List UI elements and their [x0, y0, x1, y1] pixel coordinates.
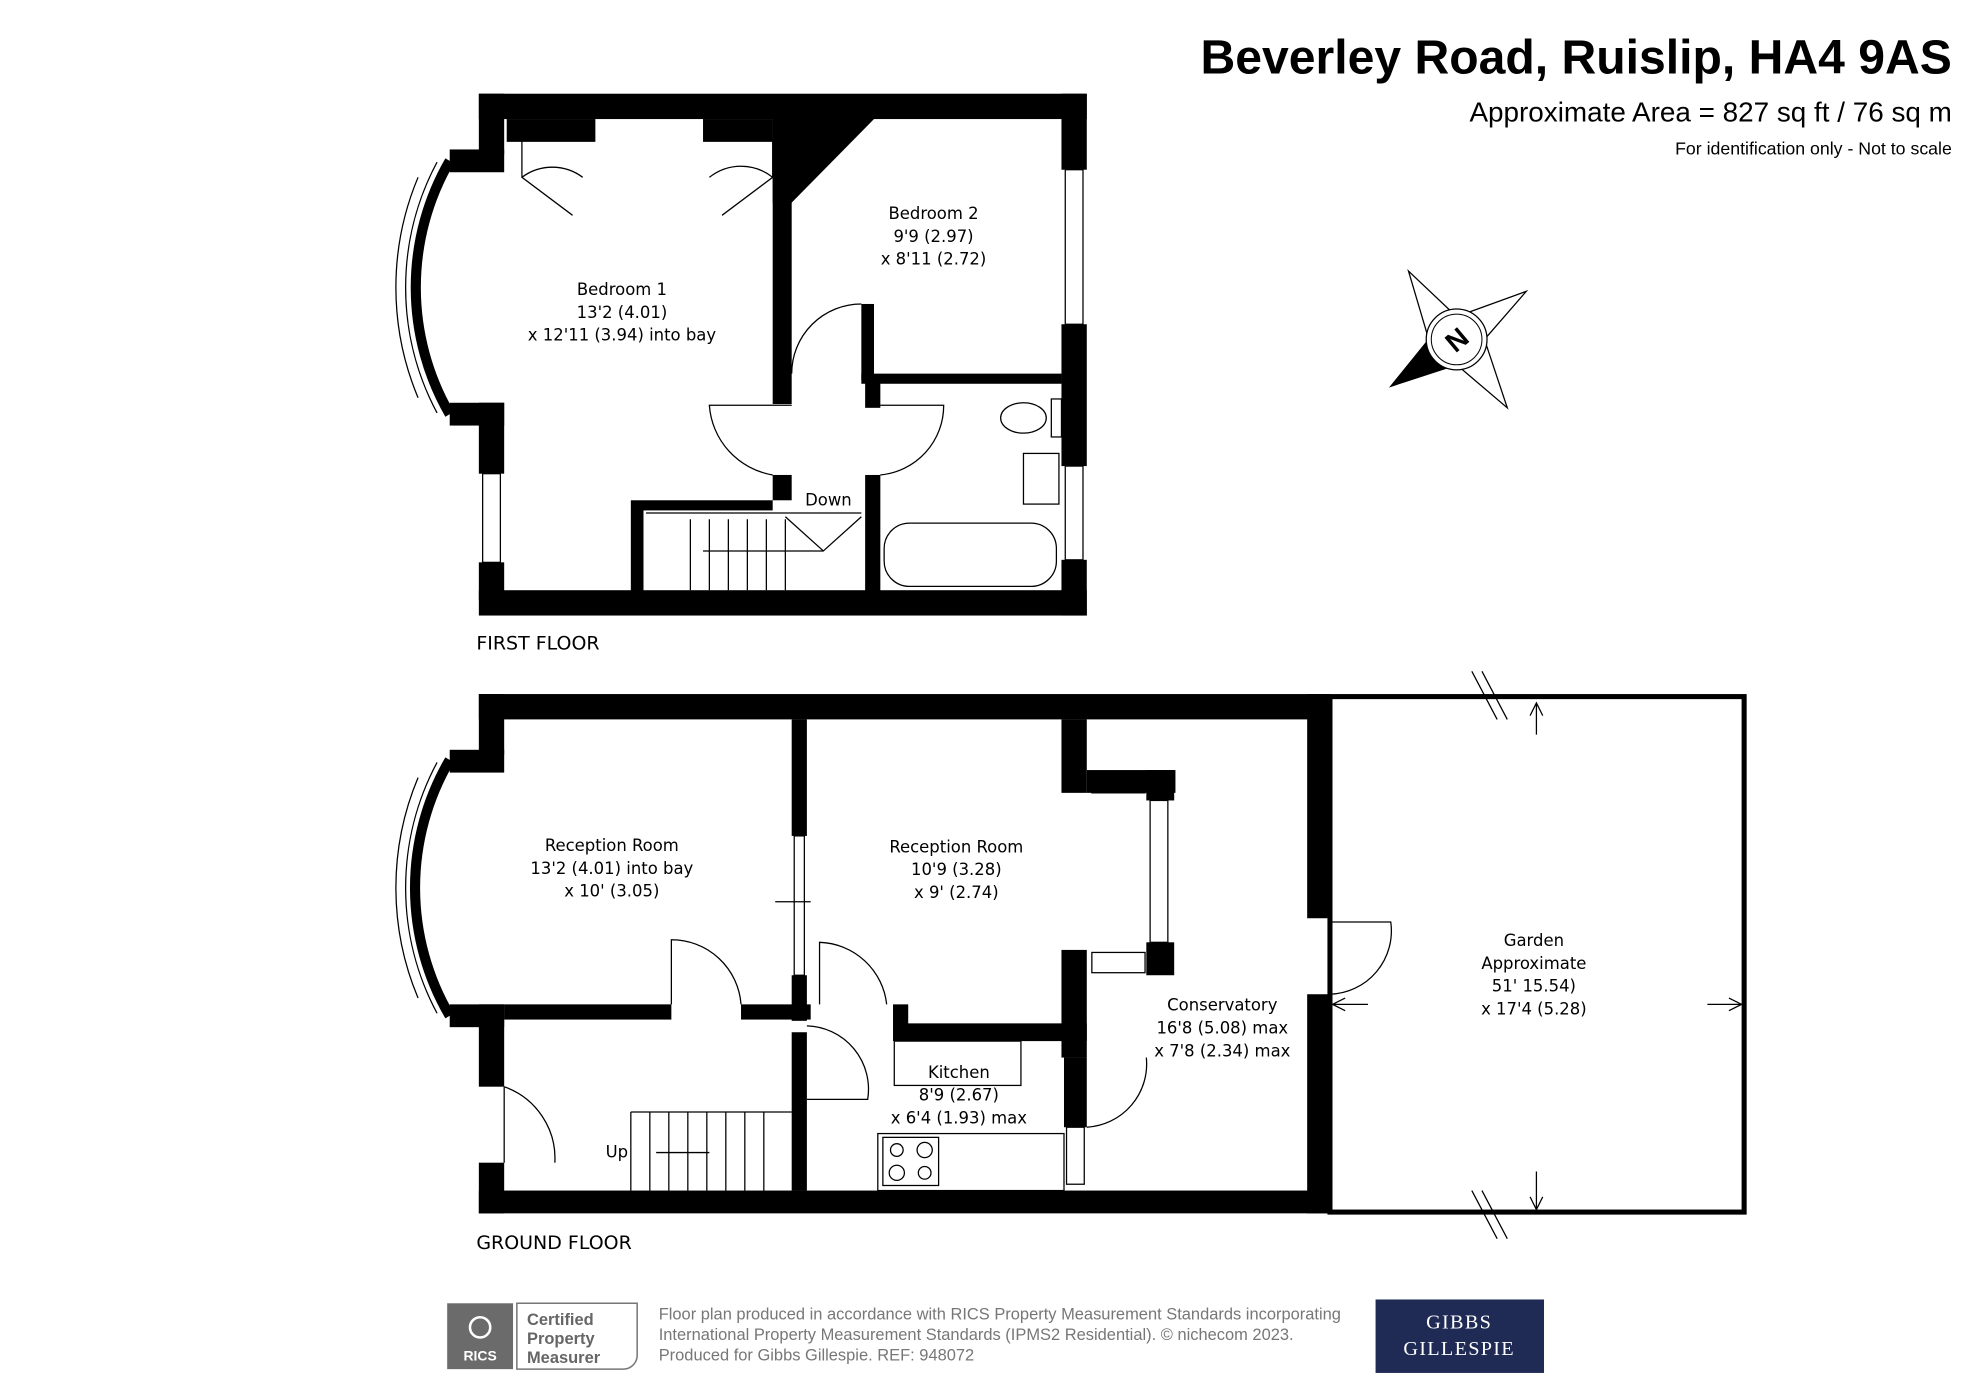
room-dimension: 9'9 (2.97) — [893, 227, 973, 246]
room-name-kitchen: Kitchen — [928, 1063, 990, 1082]
footer-text: International Property Measurement Stand… — [659, 1326, 1294, 1344]
rics-logo-text: RICS — [463, 1347, 496, 1363]
room-dimension: x 9' (2.74) — [914, 883, 999, 902]
room-dimension: x 7'8 (2.34) max — [1154, 1041, 1290, 1060]
brand-text: GILLESPIE — [1403, 1338, 1515, 1360]
room-dimension: 13'2 (4.01) — [577, 303, 668, 322]
brand-text: GIBBS — [1426, 1312, 1492, 1334]
cert-text: Certified — [527, 1311, 594, 1329]
room-dimension: x 6'4 (1.93) max — [891, 1108, 1027, 1127]
first-floor-plan: Bedroom 1 13'2 (4.01) x 12'11 (3.94) int… — [395, 93, 1087, 655]
ground-floor-plan: Reception Room 13'2 (4.01) into bay x 10… — [395, 670, 1747, 1254]
footer-text: Produced for Gibbs Gillespie. REF: 94807… — [659, 1346, 975, 1364]
ground-floor-label: GROUND FLOOR — [476, 1232, 632, 1254]
room-dimension: 16'8 (5.08) max — [1156, 1019, 1288, 1038]
gibbs-gillespie-logo: GIBBS GILLESPIE — [1375, 1299, 1545, 1373]
room-name-garden: Garden — [1504, 931, 1564, 950]
property-title: Beverley Road, Ruislip, HA4 9AS — [1201, 30, 1952, 84]
room-name-bedroom-1: Bedroom 1 — [577, 280, 667, 299]
room-dimension: Approximate — [1481, 954, 1586, 973]
approximate-area: Approximate Area = 827 sq ft / 76 sq m — [1469, 97, 1951, 128]
room-dimension: 51' 15.54) — [1492, 977, 1576, 996]
room-dimension: 8'9 (2.67) — [919, 1086, 999, 1105]
footer-text: Floor plan produced in accordance with R… — [659, 1306, 1341, 1324]
room-name-reception-2: Reception Room — [889, 837, 1023, 856]
room-dimension: x 17'4 (5.28) — [1481, 1000, 1587, 1019]
room-dimension: x 10' (3.05) — [564, 882, 659, 901]
rics-badge: RICS Certified Property Measurer — [447, 1302, 638, 1370]
room-dimension: 10'9 (3.28) — [911, 860, 1002, 879]
room-name-bedroom-2: Bedroom 2 — [888, 204, 978, 223]
room-name-reception-1: Reception Room — [545, 836, 679, 855]
compass-icon: N — [1388, 268, 1529, 410]
first-floor-label: FIRST FLOOR — [476, 633, 599, 655]
stairs-up-label: Up — [606, 1143, 629, 1162]
room-dimension: x 12'11 (3.94) into bay — [528, 326, 717, 345]
room-name-conservatory: Conservatory — [1167, 996, 1278, 1015]
room-dimension: 13'2 (4.01) into bay — [530, 859, 693, 878]
room-dimension: x 8'11 (2.72) — [881, 250, 987, 269]
cert-text: Property — [527, 1330, 596, 1348]
disclaimer: For identification only - Not to scale — [1675, 139, 1952, 159]
cert-text: Measurer — [527, 1349, 601, 1367]
stairs-down-label: Down — [805, 490, 852, 509]
